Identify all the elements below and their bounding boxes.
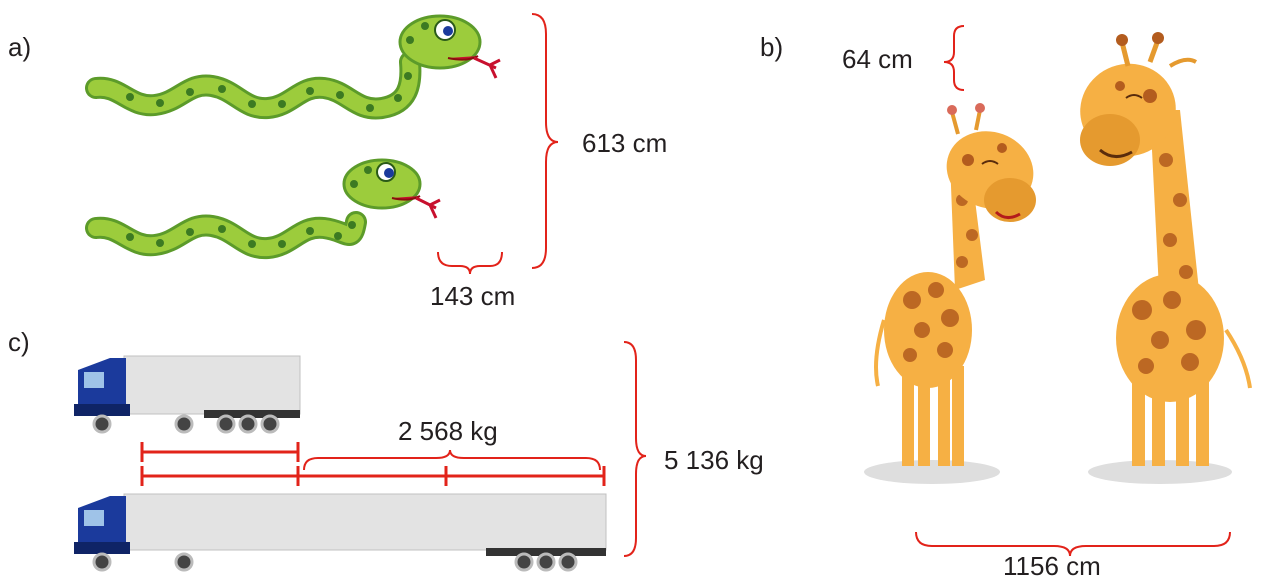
short-snake xyxy=(96,160,440,248)
large-truck-bar xyxy=(142,466,604,486)
snake-difference-brace xyxy=(438,252,502,274)
giraffe-tall xyxy=(1067,32,1250,466)
giraffe-difference-brace xyxy=(944,26,964,90)
small-truck xyxy=(74,356,300,432)
giraffe-total-brace xyxy=(916,532,1230,556)
truck-part-brace xyxy=(304,450,600,470)
long-snake xyxy=(96,16,500,112)
giraffe-small xyxy=(876,103,1044,466)
small-truck-bar xyxy=(142,442,298,462)
snake-total-brace xyxy=(532,14,558,268)
large-truck xyxy=(74,494,606,570)
giraffe-small-shadow xyxy=(864,460,1000,484)
truck-total-brace xyxy=(624,342,646,556)
